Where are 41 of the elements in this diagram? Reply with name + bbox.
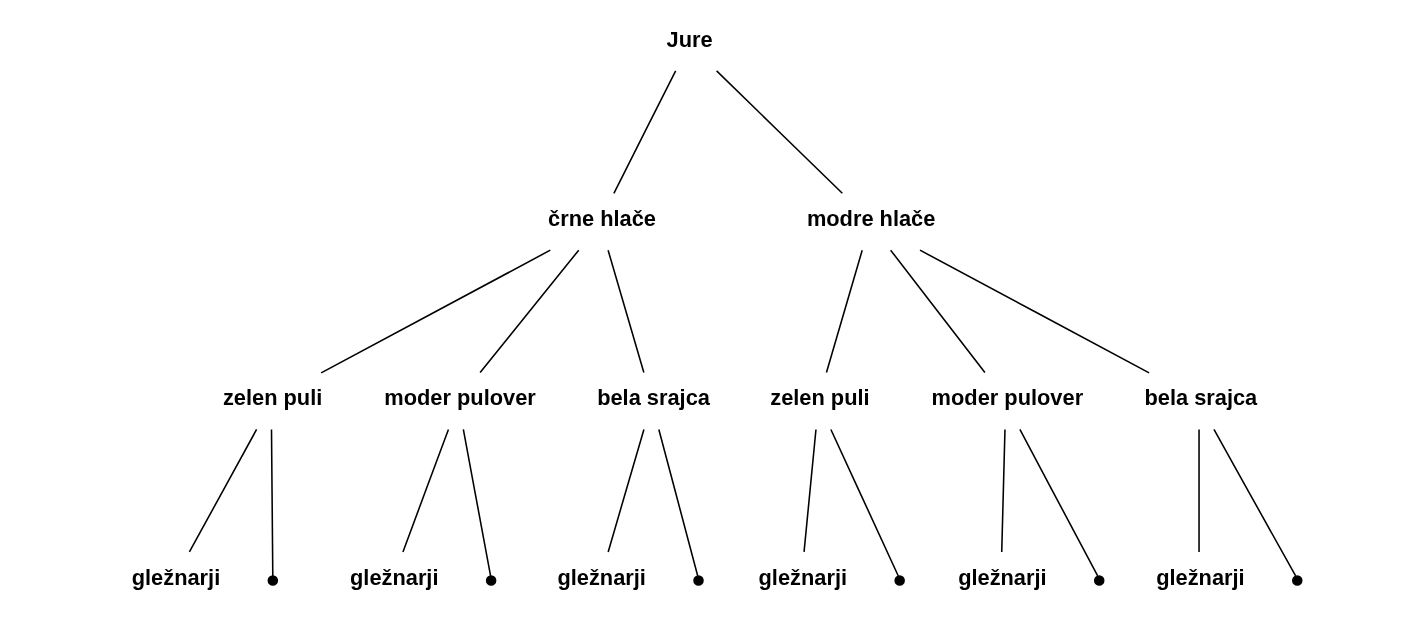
- connector: [607, 428, 645, 553]
- node-text: gležnarji: [350, 564, 439, 590]
- connector: [607, 249, 645, 374]
- node-text: gležnarji: [758, 564, 848, 590]
- node-text: modre hlače: [806, 206, 936, 232]
- node-text: moder pulover: [931, 385, 1084, 411]
- connector: [658, 428, 699, 577]
- connector: [830, 428, 900, 577]
- node-text: gležnarji: [131, 564, 221, 590]
- connector: [270, 428, 274, 577]
- node-point: [894, 575, 905, 586]
- node-point: [1093, 575, 1105, 586]
- connector: [715, 70, 844, 195]
- node-text: bela srajca: [597, 385, 710, 411]
- connector: [919, 249, 1150, 374]
- connector: [462, 428, 492, 577]
- node-text: zelen puli: [222, 385, 323, 411]
- node-point: [267, 575, 279, 586]
- connector: [803, 428, 817, 553]
- connector: [1213, 428, 1297, 577]
- connector: [188, 428, 258, 553]
- connector: [479, 249, 580, 374]
- connector: [889, 249, 986, 374]
- node-text: črne hlače: [548, 206, 656, 232]
- node-text: zelen puli: [770, 385, 870, 411]
- node-point: [1292, 575, 1303, 586]
- node-text: bela srajca: [1144, 385, 1258, 411]
- node-text: gležnarji: [1156, 564, 1245, 590]
- node-text: gležnarji: [958, 564, 1047, 590]
- node-text: Jure: [666, 26, 713, 52]
- connector: [1000, 428, 1006, 553]
- connector: [1198, 428, 1200, 553]
- connector: [320, 249, 552, 374]
- connector: [402, 428, 450, 553]
- connector: [825, 249, 863, 374]
- node-point: [485, 575, 497, 586]
- node-point: [693, 575, 704, 586]
- node-text: gležnarji: [557, 564, 646, 590]
- connector: [613, 70, 677, 195]
- node-text: moder pulover: [384, 385, 536, 411]
- connector: [1019, 428, 1099, 577]
